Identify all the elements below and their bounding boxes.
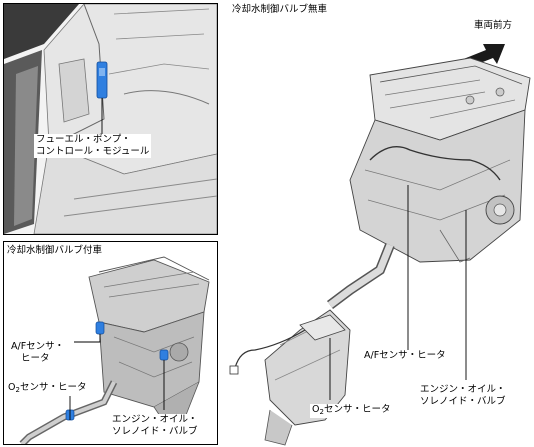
callout-line-2: コントロール・モジュール [36, 146, 150, 157]
o2-suffix: センサ・ヒータ [19, 382, 87, 393]
o2-subscript: 2 [319, 408, 324, 416]
vehicle-front-label: 車両前方 [474, 20, 513, 31]
oil-line-2: ソレノイド・バルブ [112, 426, 198, 437]
af-sensor-heater-label: A/Fセンサ・ヒータ [362, 350, 448, 362]
callout-line-1: フューエル・ポンプ・ [36, 134, 131, 145]
af-line-2: ヒータ [21, 353, 50, 364]
bottom-left-panel: 冷却水制御バルブ付車 A/Fセンサ・ ヒータ O2センサ・ヒータ エンジン・オイ… [3, 241, 218, 445]
engine-illustration-small [19, 256, 210, 444]
af-line-1: A/Fセンサ・ [11, 341, 65, 352]
o2-subscript: 2 [15, 386, 20, 394]
af-sensor-heater-label-small: A/Fセンサ・ ヒータ [9, 341, 67, 365]
oil-line-2: ソレノイド・バルブ [420, 396, 506, 407]
o2-sensor-heater-label: O2センサ・ヒータ [310, 404, 393, 418]
o2-prefix: O [312, 404, 320, 415]
oil-solenoid-label-small: エンジン・オイル・ ソレノイド・バルブ [110, 414, 200, 438]
panel-title-with-valve: 冷却水制御バルブ付車 [7, 245, 103, 256]
fuel-pump-control-module-label: フューエル・ポンプ・ コントロール・モジュール [34, 134, 152, 158]
cargo-area-illustration [4, 4, 217, 234]
forward-arrow-icon [446, 44, 505, 74]
o2-suffix: センサ・ヒータ [323, 404, 391, 415]
oil-line-1: エンジン・オイル・ [112, 414, 198, 425]
o2-sensor-heater-label-small: O2センサ・ヒータ [6, 382, 89, 396]
top-left-panel: フューエル・ポンプ・ コントロール・モジュール [3, 3, 218, 235]
panel-title-without-valve: 冷却水制御バルブ無車 [232, 4, 328, 15]
oil-solenoid-label: エンジン・オイル・ ソレノイド・バルブ [418, 384, 508, 408]
oil-line-1: エンジン・オイル・ [420, 384, 506, 395]
o2-prefix: O [8, 382, 16, 393]
